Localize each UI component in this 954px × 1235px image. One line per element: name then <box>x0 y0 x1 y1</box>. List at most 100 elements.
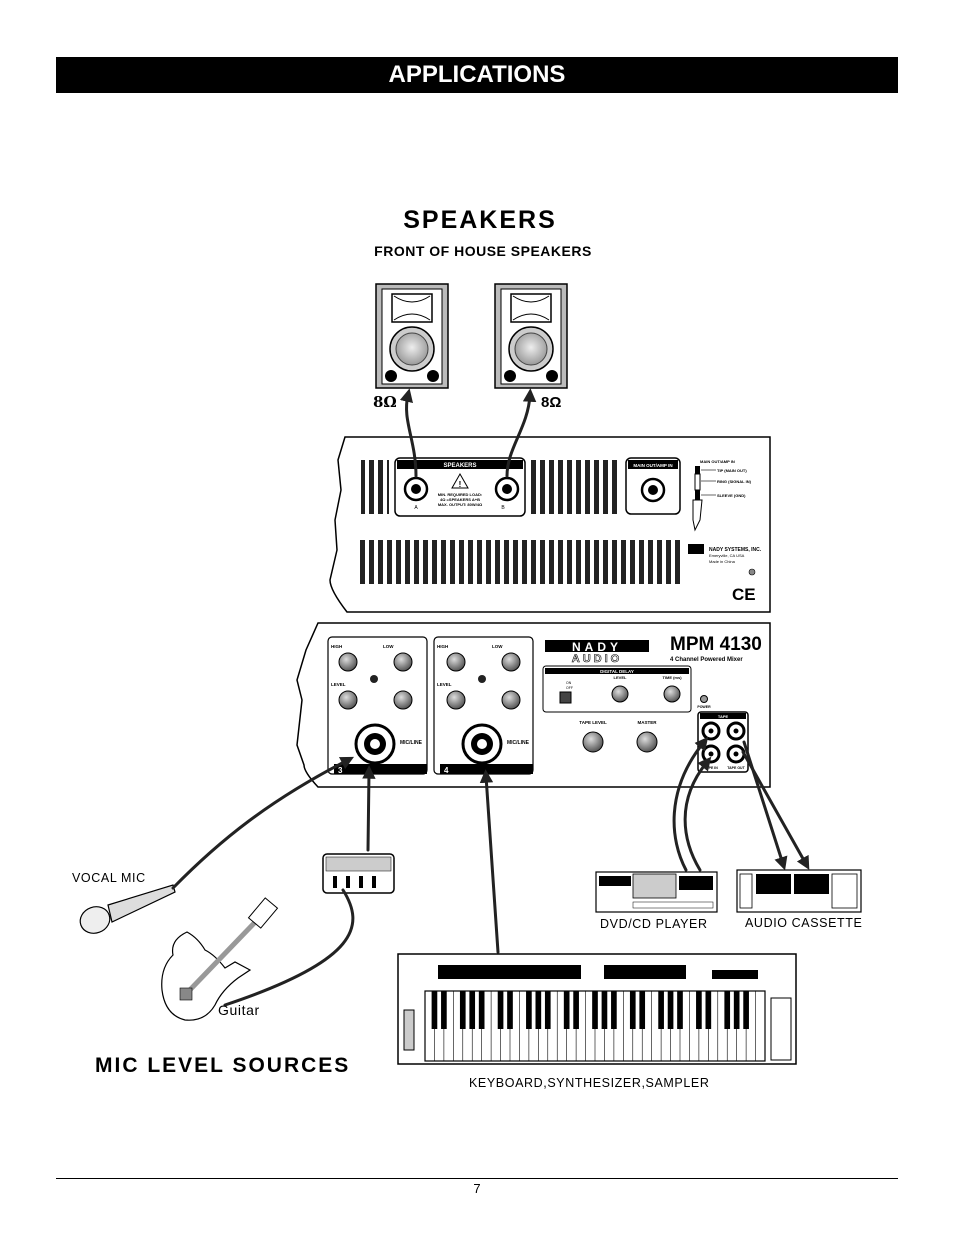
dvd-cd-player-icon <box>595 871 718 913</box>
model-subtitle: 4 Channel Powered Mixer <box>670 657 743 663</box>
black-key <box>667 991 674 1029</box>
black-key <box>469 991 476 1029</box>
tape-level-knob[interactable] <box>582 731 604 753</box>
black-key <box>639 991 646 1029</box>
black-key <box>743 991 749 1029</box>
ch3-high-knob[interactable] <box>338 652 358 672</box>
mic-level-sources-heading: MIC LEVEL SOURCES <box>95 1054 351 1077</box>
audio-cassette-icon <box>736 869 862 913</box>
model-name: MPM 4130 <box>670 634 762 655</box>
ground-screw-icon <box>748 568 756 576</box>
page-number: 7 <box>473 1181 481 1196</box>
nady-logo <box>545 640 649 652</box>
ch3-high-label: HIGH <box>331 644 342 649</box>
page-title: APPLICATIONS <box>388 61 566 88</box>
tape-out-label: TAPE OUT <box>727 766 745 770</box>
ce-mark: CE <box>732 585 756 604</box>
nady-brand-text: NADY <box>572 640 622 654</box>
vocal-mic-label: VOCAL MIC <box>72 871 146 885</box>
black-key <box>696 991 702 1029</box>
warning-icon <box>451 472 469 489</box>
delay-level-knob[interactable] <box>611 685 629 703</box>
company-name: NADY SYSTEMS, INC. <box>709 547 762 553</box>
made-in-label: Made in China <box>709 559 736 564</box>
svg-text:!: ! <box>459 480 462 489</box>
ch3-low-knob[interactable] <box>393 652 413 672</box>
black-key <box>611 991 617 1029</box>
black-key <box>544 991 551 1029</box>
black-key <box>563 991 570 1029</box>
load-warning-line-3: MAX. OUTPUT: 80W/4Ω <box>438 502 483 507</box>
black-key <box>677 991 683 1029</box>
master-label: MASTER <box>638 720 658 725</box>
right-speaker-cabinet <box>494 283 568 389</box>
black-key <box>629 991 636 1029</box>
black-key <box>497 991 504 1029</box>
ch3-aux-knob[interactable] <box>393 690 413 710</box>
ch3-level-knob[interactable] <box>338 690 358 710</box>
jack-a-label: A <box>414 505 418 511</box>
delay-time-knob[interactable] <box>663 685 681 703</box>
ch4-low-knob[interactable] <box>501 652 521 672</box>
left-impedance-label: 8Ω <box>373 393 397 411</box>
ch3-level-label: LEVEL <box>331 682 346 687</box>
audio-cassette-label: AUDIO CASSETTE <box>745 916 863 930</box>
ch3-low-label: LOW <box>383 644 394 649</box>
left-speaker-cabinet <box>375 283 449 389</box>
plug-legend-ring: RING (SIGNAL IN) <box>717 479 752 484</box>
black-key <box>592 991 598 1029</box>
black-key <box>535 991 542 1029</box>
delay-off-label: OFF <box>566 686 573 690</box>
amplifier-rear-panel: SPEAKERS A B ! MIN. REQUIRED LOAD: 4Ω =S… <box>329 436 771 613</box>
delay-time-label: TIME (ms) <box>662 675 682 680</box>
ch4-high-knob[interactable] <box>446 652 466 672</box>
rear-speakers-label: SPEAKERS <box>443 463 476 469</box>
load-warning-line-1: MIN. REQUIRED LOAD: <box>438 492 482 497</box>
black-key <box>733 991 740 1029</box>
black-key <box>526 991 532 1029</box>
black-key <box>705 991 712 1029</box>
delay-level-label: LEVEL <box>614 675 627 680</box>
front-of-house-label: FRONT OF HOUSE SPEAKERS <box>374 243 592 259</box>
tape-level-label: TAPE LEVEL <box>579 720 607 725</box>
ch3-input-label: MIC/LINE <box>400 740 423 746</box>
speakers-heading: SPEAKERS <box>403 206 557 234</box>
page-header-bar: APPLICATIONS <box>56 57 898 93</box>
channel-3-number: 3 <box>338 766 343 775</box>
guitar-icon <box>161 897 279 1021</box>
power-label: POWER <box>697 705 711 709</box>
black-key <box>431 991 438 1029</box>
audio-brand-text: AUDIO <box>572 653 622 665</box>
black-key <box>459 991 466 1029</box>
digital-delay-label: DIGITAL DELAY <box>600 669 634 674</box>
main-out-label: MAIN OUT/AMP IN <box>633 463 672 468</box>
black-key <box>441 991 447 1029</box>
ch4-aux-knob[interactable] <box>501 690 521 710</box>
signal-cables <box>171 388 810 1007</box>
ch4-high-label: HIGH <box>437 644 448 649</box>
black-key <box>507 991 513 1029</box>
ch4-level-knob[interactable] <box>446 690 466 710</box>
plug-legend-sleeve: SLEEVE (GND) <box>717 493 746 498</box>
ch4-low-label: LOW <box>492 644 503 649</box>
black-key <box>478 991 485 1029</box>
channel-4-number: 4 <box>444 766 449 775</box>
jack-b-label: B <box>501 505 505 511</box>
footer-divider <box>56 1178 898 1179</box>
tape-in-label: TAPE IN <box>704 766 718 770</box>
quarter-inch-plug-icon <box>692 466 703 532</box>
black-key <box>724 991 731 1029</box>
mixer-front-panel: HIGH LOW LEVEL MIC/LINE 3 HIGH LOW LEVEL… <box>296 622 771 788</box>
black-key <box>658 991 664 1029</box>
delay-on-off-switch[interactable] <box>559 691 572 704</box>
black-key <box>601 991 608 1029</box>
vocal-mic-icon <box>79 884 176 934</box>
master-knob[interactable] <box>636 731 658 753</box>
delay-on-label: ON <box>566 681 572 685</box>
dvd-cd-player-label: DVD/CD PLAYER <box>600 917 708 931</box>
ch4-peak-led <box>478 675 486 683</box>
ch3-peak-led <box>370 675 378 683</box>
di-box-icon <box>322 853 395 894</box>
ch4-level-label: LEVEL <box>437 682 452 687</box>
load-warning-line-2: 4Ω =SPEAKERS A+B <box>440 497 480 502</box>
